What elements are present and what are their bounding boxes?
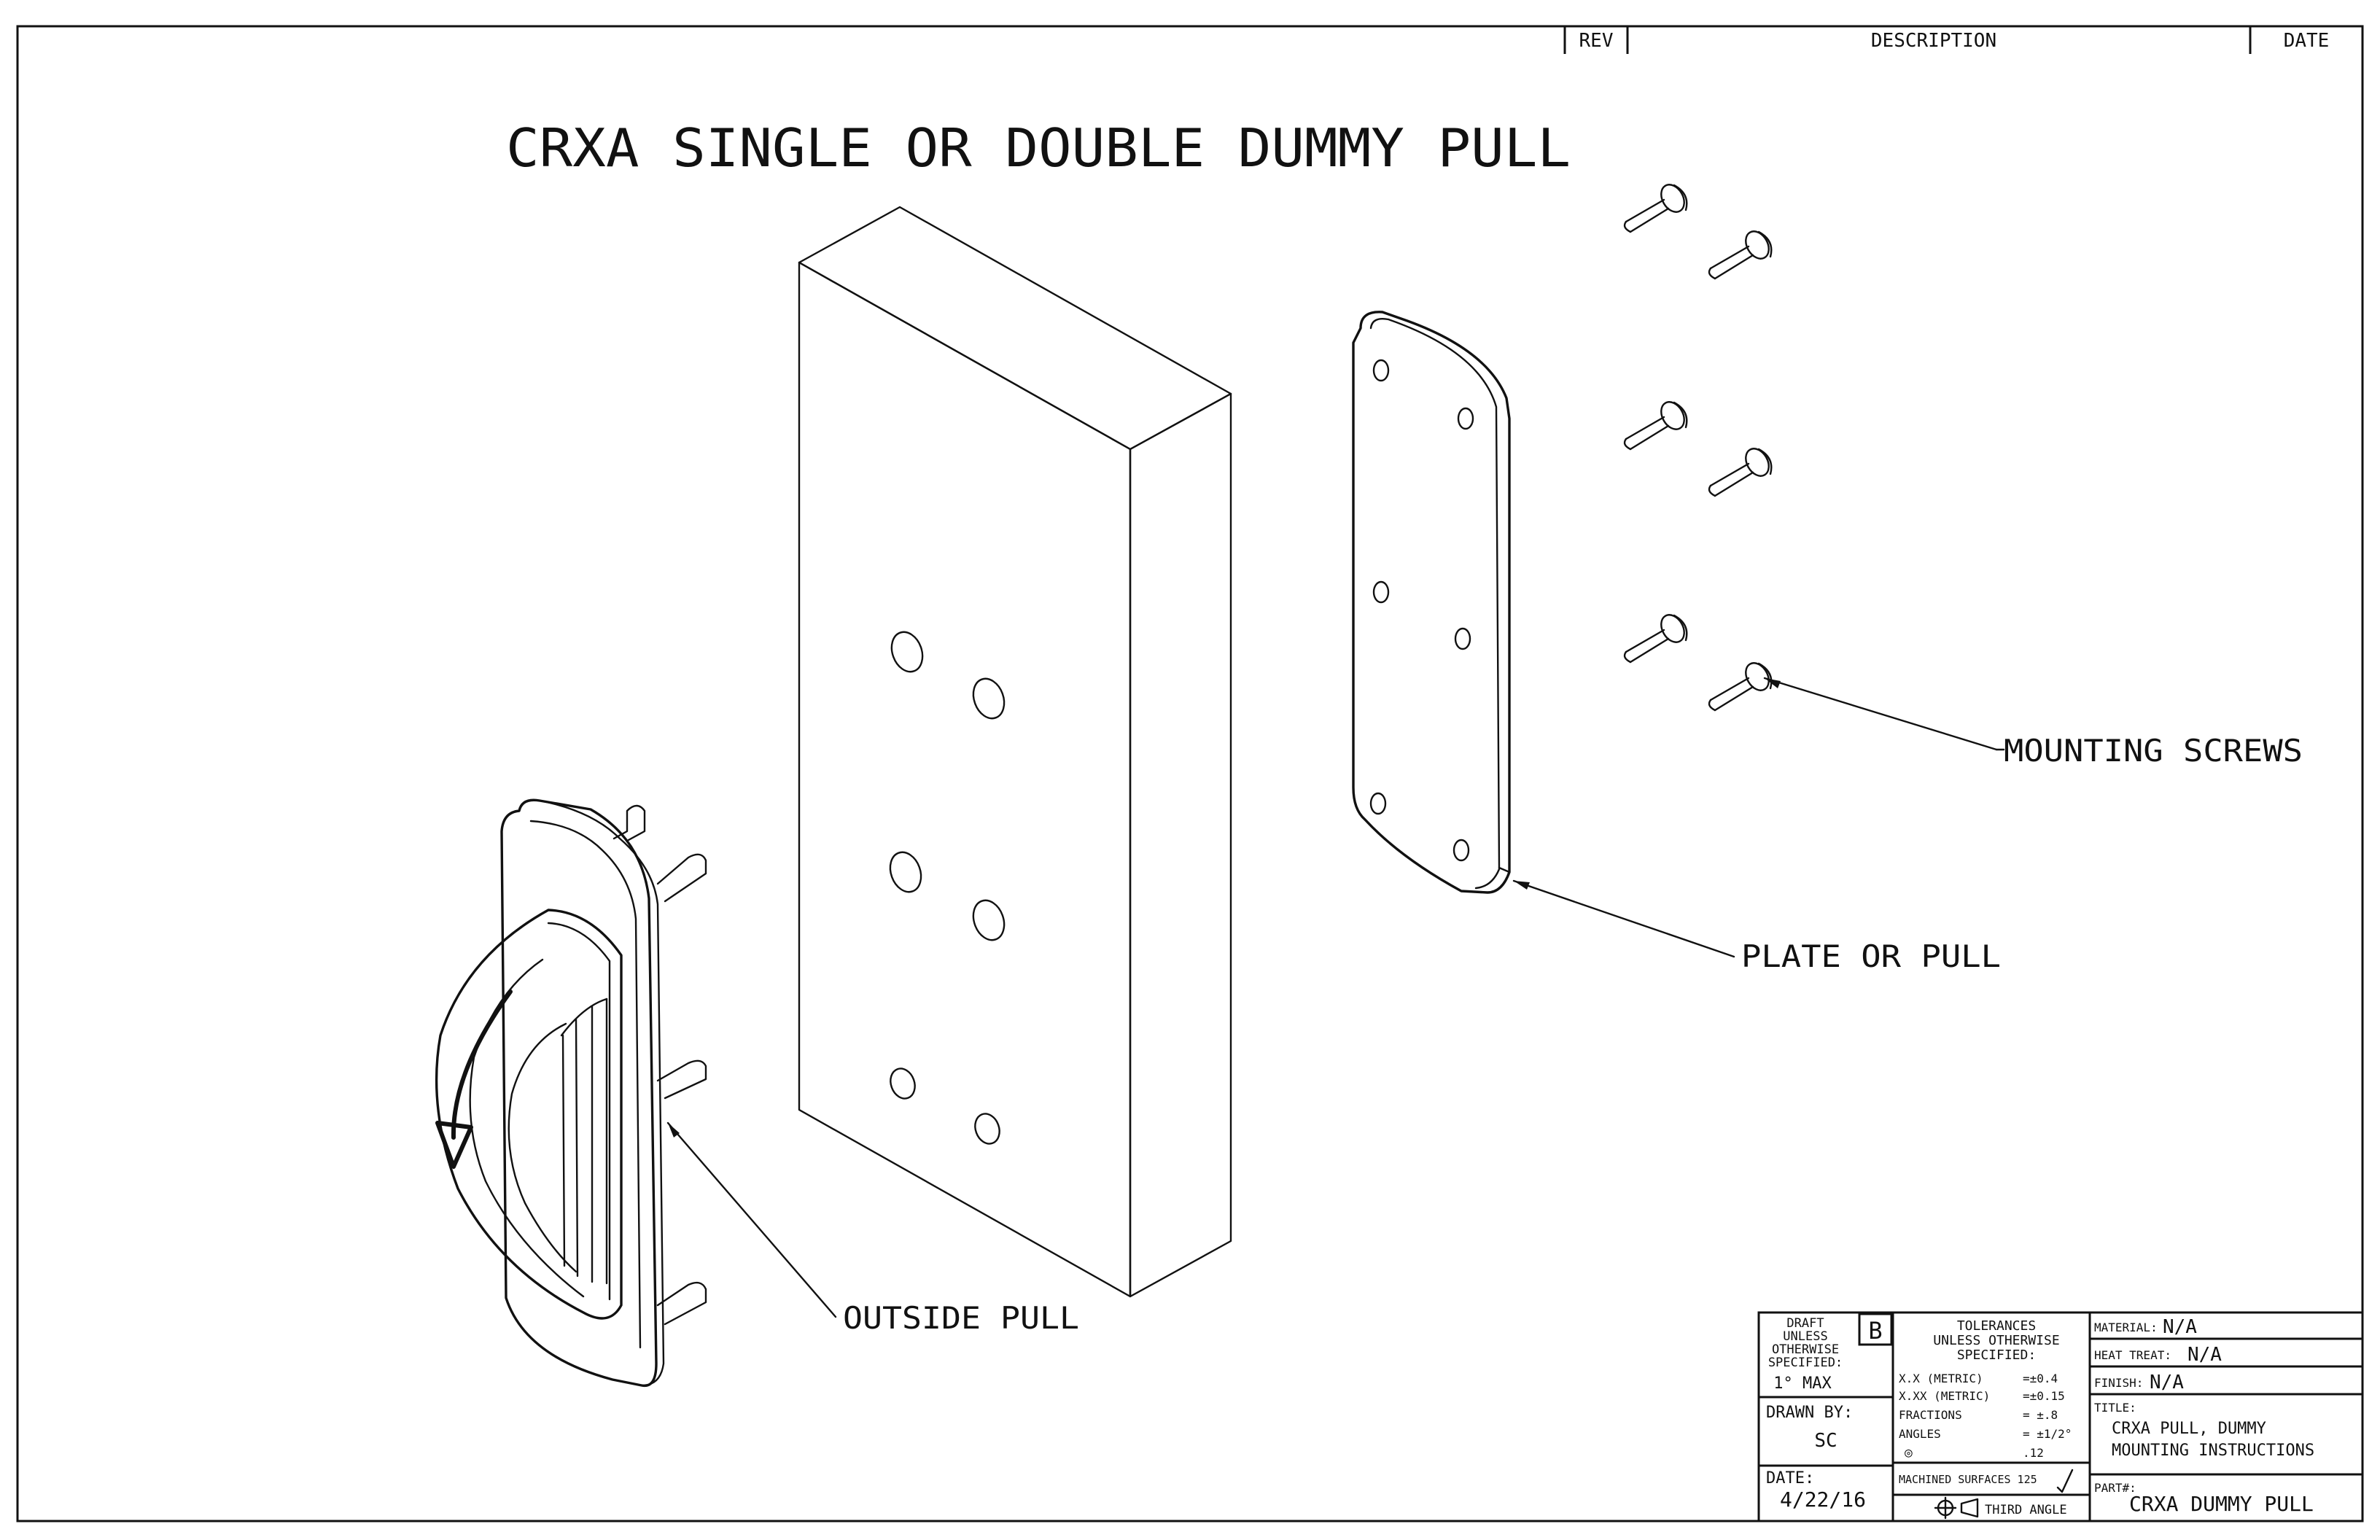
screw xyxy=(1623,184,1688,233)
draft-line-2: UNLESS xyxy=(1783,1329,1827,1344)
label-outside-pull: OUTSIDE PULL xyxy=(843,1300,1079,1336)
draft-line-3: OTHERWISE xyxy=(1772,1342,1839,1357)
heat-treat-label: HEAT TREAT: xyxy=(2094,1348,2171,1362)
mounting-screws xyxy=(1623,184,1773,712)
draft-line-1: DRAFT xyxy=(1786,1316,1824,1331)
back-plate xyxy=(1352,311,1511,894)
screw xyxy=(1623,401,1688,451)
revision-block: REV DESCRIPTION DATE xyxy=(1563,26,2330,54)
tolerances-heading-1: TOLERANCES xyxy=(1957,1318,2036,1334)
tolerance-label: X.XX (METRIC) xyxy=(1899,1389,1990,1403)
tolerance-label: ◎ xyxy=(1905,1445,1913,1461)
title-block: B DRAFT UNLESS OTHERWISE SPECIFIED: 1° M… xyxy=(1757,1311,2364,1522)
surface-finish-symbol xyxy=(2056,1469,2074,1493)
sheet-border xyxy=(16,25,2364,1522)
plate-holes xyxy=(1369,359,1474,862)
screw xyxy=(1623,614,1688,664)
tolerance-label: FRACTIONS xyxy=(1899,1408,1962,1422)
tolerance-value: = ±.8 xyxy=(2023,1408,2058,1422)
door-block xyxy=(798,206,1232,1298)
screw xyxy=(1708,230,1773,280)
material-label: MATERIAL: xyxy=(2094,1321,2158,1334)
part-value: CRXA DUMMY PULL xyxy=(2129,1492,2314,1516)
draft-line-4: SPECIFIED: xyxy=(1768,1356,1843,1370)
tolerance-value: = ±1/2° xyxy=(2023,1427,2072,1441)
rev-header: REV xyxy=(1579,30,1614,52)
date-header: DATE xyxy=(2284,30,2330,52)
screw xyxy=(1708,662,1773,712)
date-label: DATE: xyxy=(1766,1469,1814,1488)
tolerance-label: X.X (METRIC) xyxy=(1899,1372,1983,1385)
drawing-title: CRXA SINGLE OR DOUBLE DUMMY PULL xyxy=(506,117,1571,179)
revision-box xyxy=(1858,1312,1893,1346)
drawn-by-label: DRAWN BY: xyxy=(1766,1404,1853,1422)
callout-outside-pull: OUTSIDE PULL xyxy=(666,1121,1079,1336)
title-line-2: MOUNTING INSTRUCTIONS xyxy=(2112,1442,2314,1460)
tolerance-label: ANGLES xyxy=(1899,1427,1941,1441)
finish-value: N/A xyxy=(2150,1372,2184,1393)
draft-value: 1° MAX xyxy=(1773,1374,1832,1393)
callout-mounting-screws: MOUNTING SCREWS xyxy=(1763,677,2303,769)
tolerances-heading-2: UNLESS OTHERWISE xyxy=(1933,1333,2059,1348)
drawn-by-value: SC xyxy=(1814,1430,1837,1452)
part-label: PART#: xyxy=(2094,1481,2136,1495)
tolerances-heading-3: SPECIFIED: xyxy=(1957,1348,2036,1363)
title-label: TITLE: xyxy=(2094,1401,2136,1415)
revision-letter: B xyxy=(1868,1317,1882,1345)
tolerance-value: .12 xyxy=(2023,1446,2044,1460)
pull-posts xyxy=(612,804,707,1326)
third-angle-projection-icon xyxy=(1934,1496,1979,1520)
door-holes xyxy=(889,631,1006,1145)
material-value: N/A xyxy=(2163,1316,2197,1338)
label-mounting-screws: MOUNTING SCREWS xyxy=(2004,733,2303,769)
machined-surfaces: MACHINED SURFACES 125 xyxy=(1899,1473,2037,1486)
finish-label: FINISH: xyxy=(2094,1376,2143,1390)
screw xyxy=(1708,448,1773,497)
projection-label: THIRD ANGLE xyxy=(1985,1503,2067,1517)
label-plate-or-pull: PLATE OR PULL xyxy=(1741,938,2001,974)
title-line-1: CRXA PULL, DUMMY xyxy=(2112,1420,2266,1438)
description-header: DESCRIPTION xyxy=(1871,30,1996,52)
date-value: 4/22/16 xyxy=(1780,1488,1866,1512)
callout-plate-or-pull: PLATE OR PULL xyxy=(1512,879,2001,974)
tolerance-value: =±0.15 xyxy=(2023,1389,2065,1403)
heat-treat-value: N/A xyxy=(2188,1344,2222,1366)
outside-pull xyxy=(435,798,707,1388)
tolerance-value: =±0.4 xyxy=(2023,1372,2058,1385)
